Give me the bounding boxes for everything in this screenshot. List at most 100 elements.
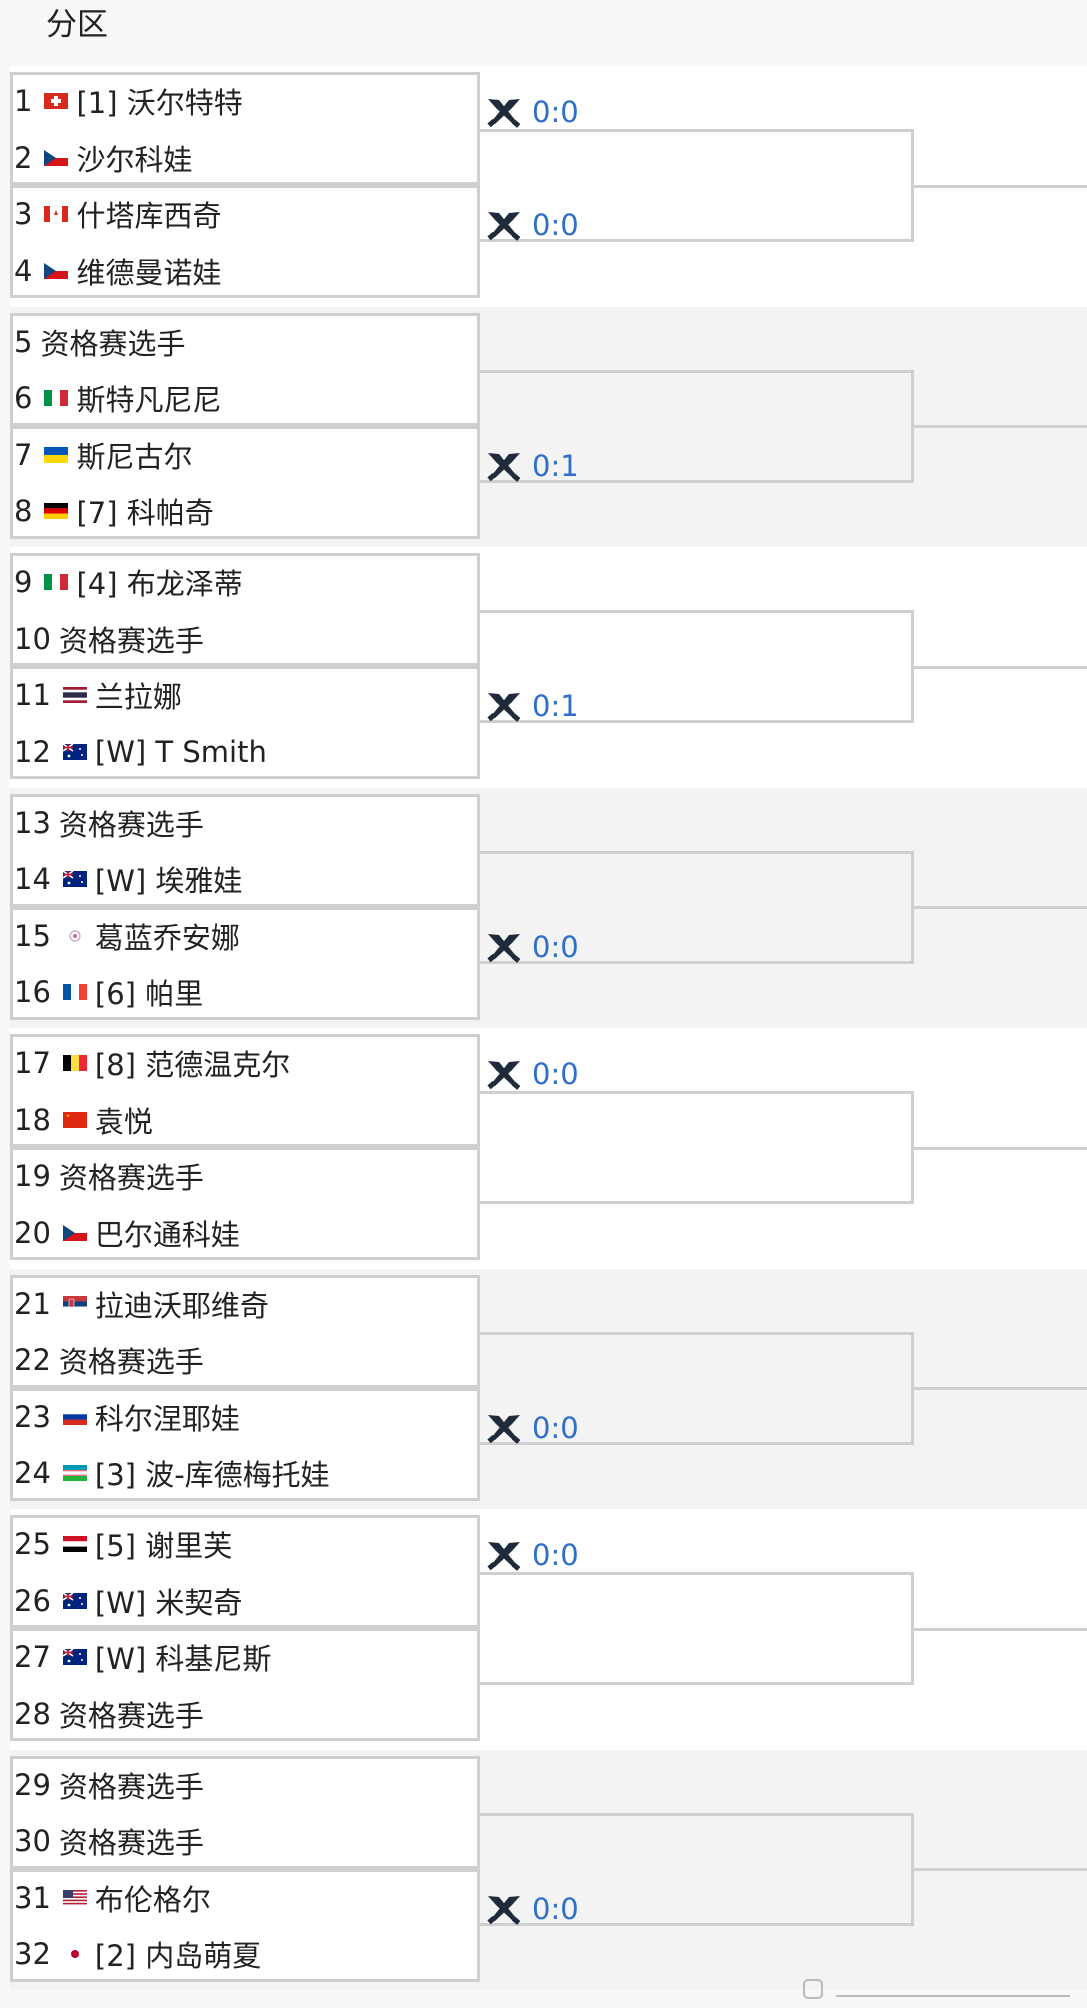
match-score[interactable]: 0:0 (486, 930, 579, 964)
player-name: 科尔涅耶娃 (94, 1401, 240, 1436)
player-name: 资格赛选手 (40, 326, 186, 361)
player-name: 什塔库西奇 (76, 199, 222, 234)
player-name: [7] 科帕奇 (76, 496, 214, 531)
match-box[interactable] (10, 1868, 480, 1982)
score-text: 0:0 (532, 1538, 579, 1572)
player-row[interactable]: 14[W] 埃雅娃 (14, 851, 484, 907)
no-flag (51, 1773, 59, 1797)
bracket-connector-tail (914, 665, 1087, 669)
match-score[interactable]: 0:0 (486, 95, 579, 129)
crossed-rackets-icon (487, 1061, 521, 1090)
match-score[interactable]: 0:1 (486, 449, 579, 483)
match-score[interactable]: 0:0 (486, 1411, 579, 1445)
player-row[interactable]: 17[8] 范德温克尔 (14, 1035, 484, 1091)
player-row[interactable]: 32 [2] 内岛萌夏 (14, 1926, 484, 1982)
crossed-rackets-icon (487, 1895, 521, 1925)
player-row[interactable]: 16[6] 帕里 (14, 964, 484, 1020)
crossed-rackets-icon (487, 1414, 521, 1444)
bracket-connector-tail (914, 1146, 1087, 1150)
bracket-connector-tail (914, 425, 1087, 429)
flag-belgium-icon (51, 1051, 95, 1075)
player-name: [W] 科基尼斯 (94, 1642, 272, 1677)
draw-position: 8 (14, 494, 33, 529)
match-box[interactable] (10, 1147, 480, 1261)
match-box[interactable] (10, 906, 480, 1020)
player-row[interactable]: 25[5] 谢里芙 (14, 1516, 484, 1572)
match-score[interactable]: 0:0 (486, 1538, 579, 1572)
match-box[interactable] (10, 1755, 480, 1869)
match-box[interactable] (10, 312, 480, 426)
player-name: 资格赛选手 (58, 1161, 204, 1196)
draw-position: 29 (14, 1767, 51, 1802)
player-row[interactable]: 1[1] 沃尔特特 (14, 73, 484, 129)
match-box[interactable] (10, 1628, 480, 1742)
score-text: 0:0 (532, 1057, 579, 1091)
player-name: [2] 内岛萌夏 (94, 1939, 262, 1974)
player-name: [1] 沃尔特特 (76, 86, 243, 120)
match-score[interactable]: 0:0 (486, 1892, 579, 1926)
bracket-connector (480, 1812, 914, 1926)
match-score[interactable]: 0:0 (486, 208, 579, 242)
flag-serbia-icon (51, 1292, 95, 1316)
flag-australia-icon (51, 1645, 95, 1669)
draw-position: 32 (14, 1937, 51, 1972)
draw-position: 18 (14, 1102, 51, 1137)
draw-position: 13 (14, 805, 51, 840)
match-box[interactable] (10, 1274, 480, 1388)
match-box[interactable] (10, 72, 480, 185)
player-name: 资格赛选手 (58, 1345, 204, 1380)
bracket-connector (480, 610, 914, 724)
flag-china-icon (51, 1108, 95, 1132)
player-name: 维德曼诺娃 (76, 255, 222, 290)
player-name: 资格赛选手 (58, 1769, 204, 1804)
player-row[interactable]: 27[W] 科基尼斯 (14, 1629, 484, 1685)
flag-czech-icon (51, 1221, 95, 1245)
match-box[interactable] (10, 1034, 480, 1147)
player-name: 沙尔科娃 (76, 142, 193, 177)
match-box[interactable] (10, 666, 480, 780)
draw-position: 11 (14, 678, 51, 713)
bracket-connector (480, 850, 914, 964)
match-box[interactable] (10, 1387, 480, 1501)
match-box[interactable] (10, 553, 480, 666)
flag-italy-icon (32, 386, 76, 410)
bracket-connector-tail (914, 1868, 1087, 1872)
score-text: 0:0 (532, 929, 579, 964)
player-row[interactable]: 12[W] T Smith (14, 724, 484, 780)
match-box[interactable] (10, 1515, 480, 1628)
player-row[interactable]: 8 [7] 科帕奇 (14, 483, 484, 539)
match-box[interactable] (10, 185, 480, 299)
match-score[interactable]: 0:0 (486, 1057, 579, 1091)
player-row[interactable]: 9[4] 布龙泽蒂 (14, 554, 484, 610)
flag-uzbekistan-icon (51, 1461, 95, 1485)
player-row[interactable]: 24[3] 波-库德梅托娃 (14, 1445, 484, 1501)
match-box[interactable] (10, 425, 480, 539)
scroll-handle[interactable] (800, 1976, 1080, 2004)
match-score[interactable]: 0:1 (486, 689, 579, 723)
player-row[interactable]: 26[W] 米契奇 (14, 1573, 484, 1629)
bracket-connector (480, 1572, 914, 1686)
match-box[interactable] (10, 793, 480, 907)
no-flag (32, 330, 40, 354)
player-name: 葛蓝乔安娜 (94, 920, 240, 955)
